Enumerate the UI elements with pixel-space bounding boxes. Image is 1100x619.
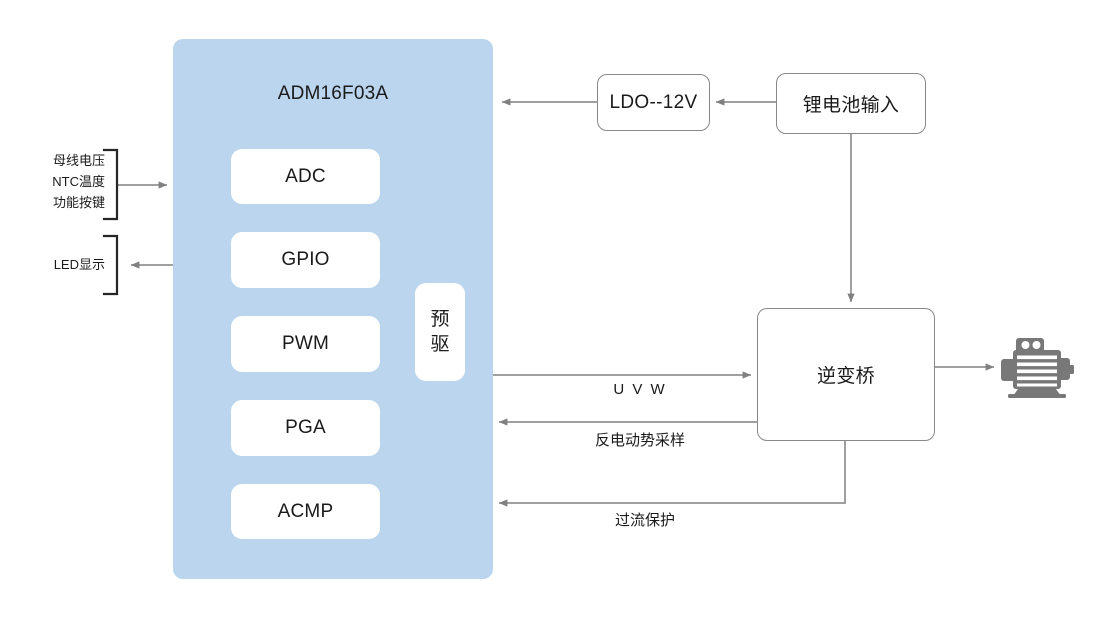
label-ocp: 过流保护 — [614, 512, 675, 529]
mcu-block-pga[interactable]: PGA — [231, 400, 380, 456]
mcu-block-pwm[interactable]: PWM — [231, 316, 380, 372]
predriver-label-line2: 驱 — [430, 334, 450, 355]
bracket-inputs — [102, 148, 119, 221]
mcu-block-acmp[interactable]: ACMP — [231, 484, 380, 539]
signal-function-keys: 功能按键 — [52, 195, 105, 210]
box-battery-input[interactable]: 锂电池输入 — [776, 73, 926, 134]
box-ldo[interactable]: LDO--12V — [597, 74, 710, 131]
predriver-label-line1: 预 — [430, 309, 450, 330]
signal-group-outputs: LED显示 — [10, 254, 105, 275]
signal-group-inputs: 母线电压 NTC温度 功能按键 — [10, 150, 105, 213]
electric-motor-icon — [1001, 338, 1074, 398]
signal-led-display: LED显示 — [53, 257, 105, 272]
mcu-block-predriver[interactable]: 预 驱 — [415, 283, 465, 381]
mcu-title: ADM16F03A — [277, 83, 389, 104]
bracket-led — [102, 234, 119, 296]
label-uvw: U V W — [613, 381, 667, 398]
label-bemf: 反电动势采样 — [594, 432, 685, 449]
signal-bus-voltage: 母线电压 — [52, 153, 105, 168]
mcu-block-gpio[interactable]: GPIO — [231, 232, 380, 288]
wire-ocp — [498, 441, 846, 507]
box-inverter-bridge[interactable]: 逆变桥 — [757, 308, 935, 441]
mcu-block-adc[interactable]: ADC — [231, 149, 380, 204]
signal-ntc-temp: NTC温度 — [52, 174, 105, 189]
